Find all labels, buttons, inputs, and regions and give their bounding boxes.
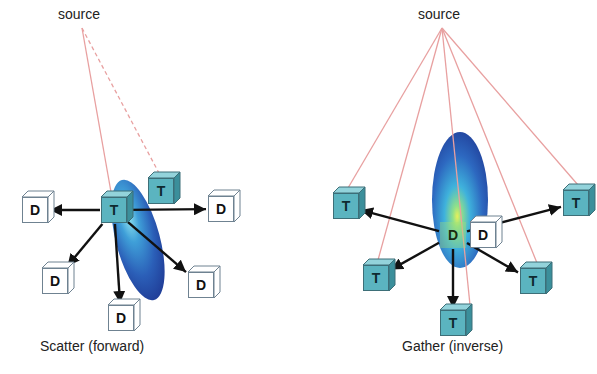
arrow-connector	[115, 224, 120, 303]
cube-side	[466, 304, 472, 336]
dose-cube: D	[22, 197, 48, 223]
source-label: source	[58, 6, 100, 22]
cube-side	[589, 184, 595, 216]
target-cube: T	[101, 197, 127, 223]
cube-letter: D	[116, 311, 126, 325]
cube-letter: T	[157, 184, 166, 198]
target-cube: T	[363, 265, 389, 291]
cube-letter: T	[529, 274, 538, 288]
cube-letter: D	[30, 203, 40, 217]
target-cube: T	[333, 193, 359, 219]
cube-letter: D	[50, 274, 60, 288]
cube-letter: T	[572, 196, 581, 210]
cube-side	[389, 259, 395, 291]
cube-letter: D	[216, 202, 226, 216]
dose-cube: D	[208, 196, 234, 222]
cube-side	[134, 299, 140, 331]
cube-letter: T	[372, 271, 381, 285]
cube-side	[48, 191, 54, 223]
ray-line	[442, 28, 578, 185]
cube-side	[127, 191, 133, 223]
cube-side	[214, 266, 220, 298]
cube-letter: T	[110, 203, 119, 217]
cube-side	[234, 190, 240, 222]
caption-label: Gather (inverse)	[402, 338, 503, 354]
ray-line	[82, 28, 111, 192]
cube-letter: D	[196, 278, 206, 292]
cube-side	[68, 262, 74, 294]
arrow-connector	[67, 224, 102, 266]
cube-letter: D	[448, 228, 458, 242]
cube-letter: T	[342, 199, 351, 213]
cube-letter: T	[449, 316, 458, 330]
dose-cube: D	[470, 222, 496, 248]
cube-top	[440, 216, 472, 222]
source-label: source	[418, 6, 460, 22]
cube-side	[174, 172, 180, 204]
arrow-connector	[128, 208, 206, 211]
target-cube: T	[520, 268, 546, 294]
arrow-connector	[128, 222, 186, 272]
dose-blob	[101, 174, 176, 305]
cube-side	[496, 216, 502, 248]
dose-cube: D	[440, 222, 466, 248]
ray-line	[348, 28, 442, 188]
cube-letter: D	[478, 228, 488, 242]
dose-cube: D	[108, 305, 134, 331]
arrow-connector	[391, 243, 439, 270]
dose-cube: D	[188, 272, 214, 298]
cube-side	[359, 187, 365, 219]
ray-line	[442, 28, 537, 263]
ray-line	[378, 28, 442, 260]
ray-line	[442, 28, 470, 305]
target-cube: T	[563, 190, 589, 216]
arrow-connector	[361, 210, 439, 231]
cube-side	[546, 262, 552, 294]
ray-line	[82, 28, 160, 175]
target-cube: T	[148, 178, 174, 204]
caption-label: Scatter (forward)	[40, 338, 144, 354]
arrow-connector	[452, 249, 454, 308]
arrow-connector	[50, 209, 100, 211]
target-cube: T	[440, 310, 466, 336]
dose-cube: D	[42, 268, 68, 294]
